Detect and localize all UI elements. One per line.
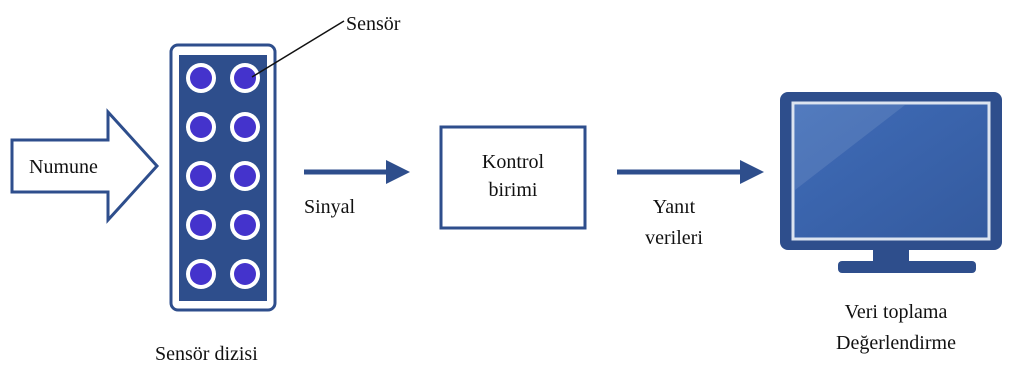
sensor-element	[190, 263, 212, 285]
sensor-grid	[186, 63, 260, 289]
sensor-array	[169, 43, 277, 312]
sensor-array-label: Sensör dizisi	[155, 343, 258, 365]
control-unit-box: Kontrol birimi	[439, 125, 587, 230]
response-label-line1: Yanıt	[653, 196, 696, 218]
signal-label: Sinyal	[304, 196, 356, 218]
monitor-neck	[873, 250, 909, 262]
sensor-element	[190, 116, 212, 138]
monitor-icon: Veri toplama Değerlendirme	[780, 92, 1002, 354]
sensor-element	[234, 214, 256, 236]
sensor-label: Sensör	[346, 13, 401, 35]
sensor-element	[234, 165, 256, 187]
sensor-element	[190, 67, 212, 89]
monitor-screen	[791, 101, 991, 241]
sensor-callout: Sensör	[251, 13, 401, 78]
output-label-line1: Veri toplama	[845, 301, 948, 323]
signal-arrow-head	[386, 160, 410, 184]
sensor-element	[234, 67, 256, 89]
sample-arrow-shape	[10, 108, 160, 224]
sensor-callout-line	[251, 20, 345, 78]
output-label-line2: Değerlendirme	[836, 332, 956, 354]
monitor-screen-glare	[795, 105, 905, 190]
signal-arrow: Sinyal	[304, 160, 410, 218]
response-arrow: Yanıt verileri	[617, 160, 764, 249]
control-unit-frame	[439, 125, 587, 230]
sensor-element	[190, 165, 212, 187]
control-unit-label-line1: Kontrol	[482, 151, 545, 173]
sensor-element	[190, 214, 212, 236]
sensor-element	[234, 263, 256, 285]
control-unit-label-line2: birimi	[489, 179, 538, 201]
monitor-base	[838, 261, 976, 273]
sample-input-arrow: Numune	[10, 108, 160, 224]
response-arrow-head	[740, 160, 764, 184]
sensor-element	[234, 116, 256, 138]
response-label-line2: verileri	[645, 227, 703, 249]
sample-label: Numune	[29, 156, 98, 178]
